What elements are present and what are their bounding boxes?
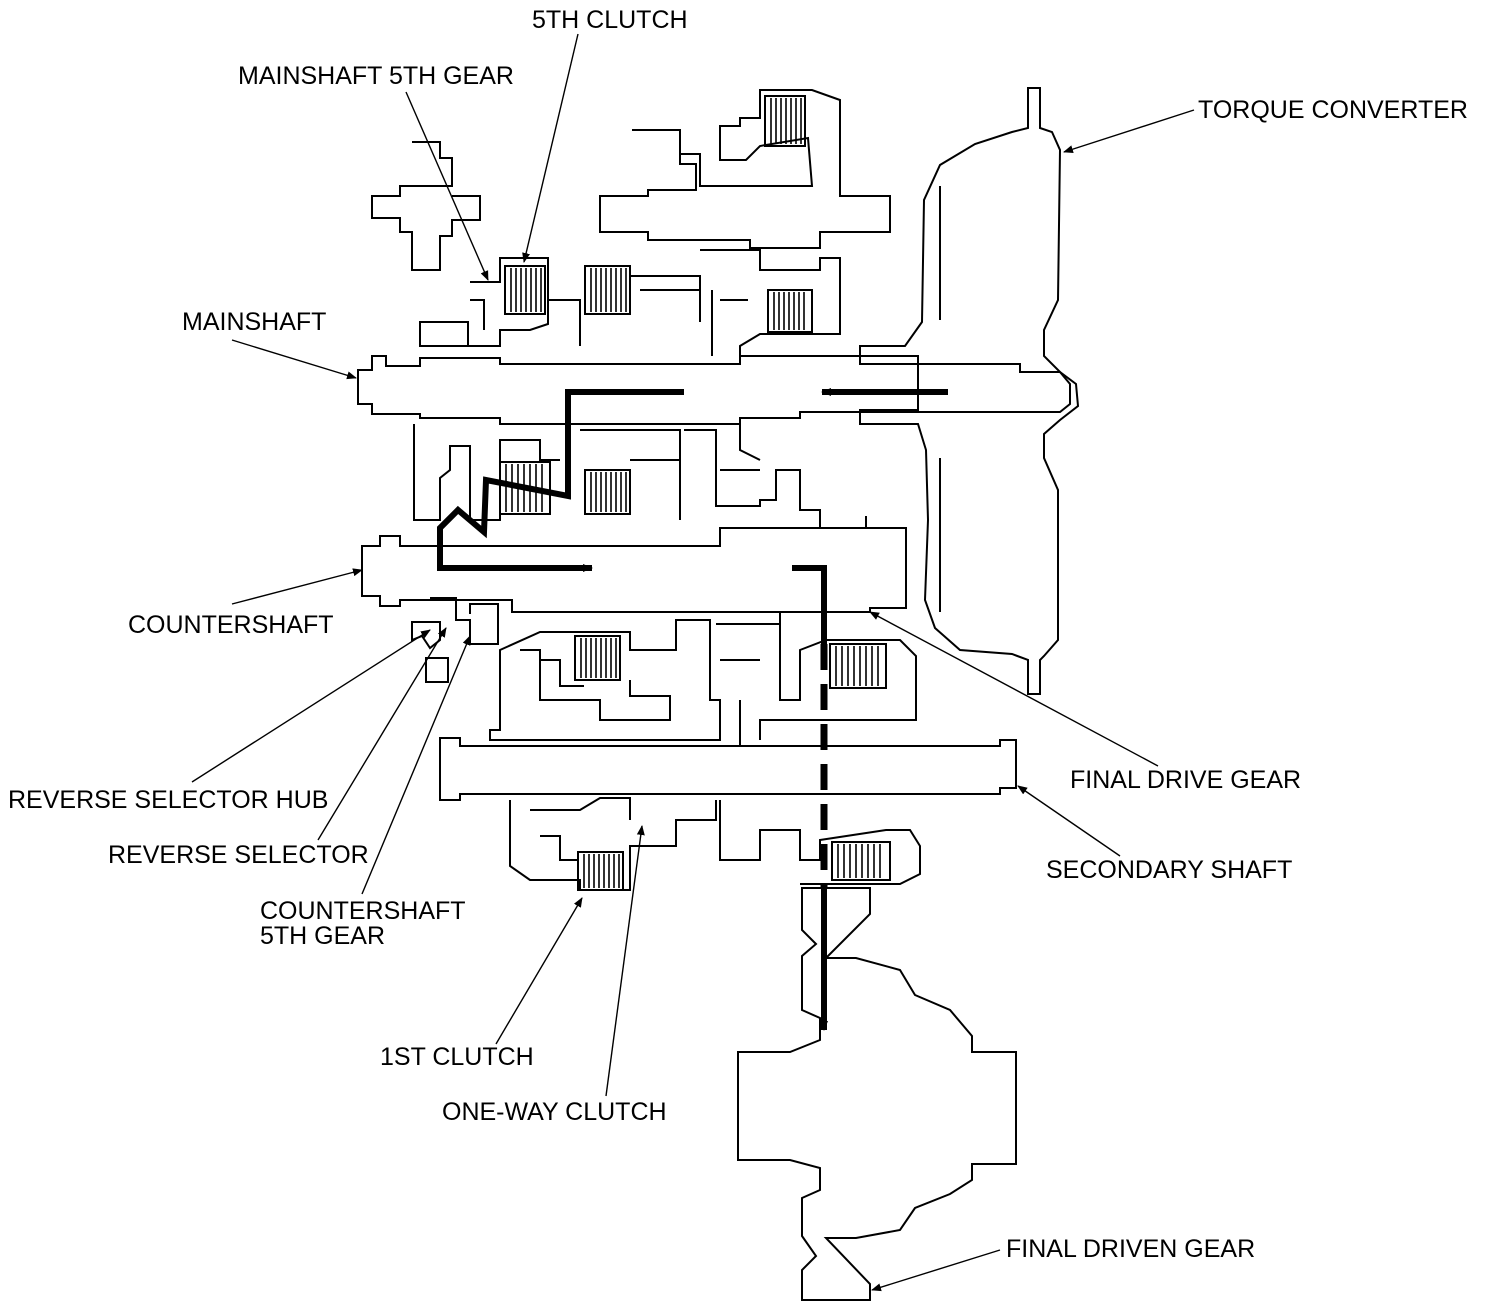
label-5th-clutch: 5TH CLUTCH [532,6,688,34]
label-secondary-shaft: SECONDARY SHAFT [1046,856,1293,884]
final-driven-gear-outline [737,887,1017,1301]
label-reverse-selector-hub: REVERSE SELECTOR HUB [8,786,329,814]
label-mainshaft: MAINSHAFT [182,308,327,336]
countershaft-outline [361,527,907,613]
label-reverse-selector: REVERSE SELECTOR [108,841,369,869]
leader-lines [191,33,1195,1292]
torque-converter-outline [859,87,1080,695]
power-flow-path [437,388,948,1031]
label-one-way-clutch: ONE-WAY CLUTCH [442,1098,667,1126]
reverse-selector-group [411,597,499,683]
fifth-clutch-pack [504,265,631,315]
mainshaft-outline [357,355,1071,425]
label-torque-converter: TORQUE CONVERTER [1198,96,1468,124]
secondary-lower-assembly [509,797,921,891]
upper-idler-assembly [548,89,891,356]
label-countershaft-5th-gear-line2: 5TH GEAR [260,922,386,950]
mainshaft-5th-gear-assembly [371,141,549,347]
label-countershaft-5th-gear-line1: COUNTERSHAFT [260,897,466,925]
label-countershaft: COUNTERSHAFT [128,611,334,639]
label-mainshaft-5th-gear: MAINSHAFT 5TH GEAR [238,62,514,90]
secondary-upper-assembly [489,612,917,746]
label-final-drive-gear: FINAL DRIVE GEAR [1070,766,1302,794]
secondary-shaft-outline [439,737,1017,801]
label-1st-clutch: 1ST CLUTCH [380,1043,534,1071]
label-final-driven-gear: FINAL DRIVEN GEAR [1006,1235,1256,1263]
